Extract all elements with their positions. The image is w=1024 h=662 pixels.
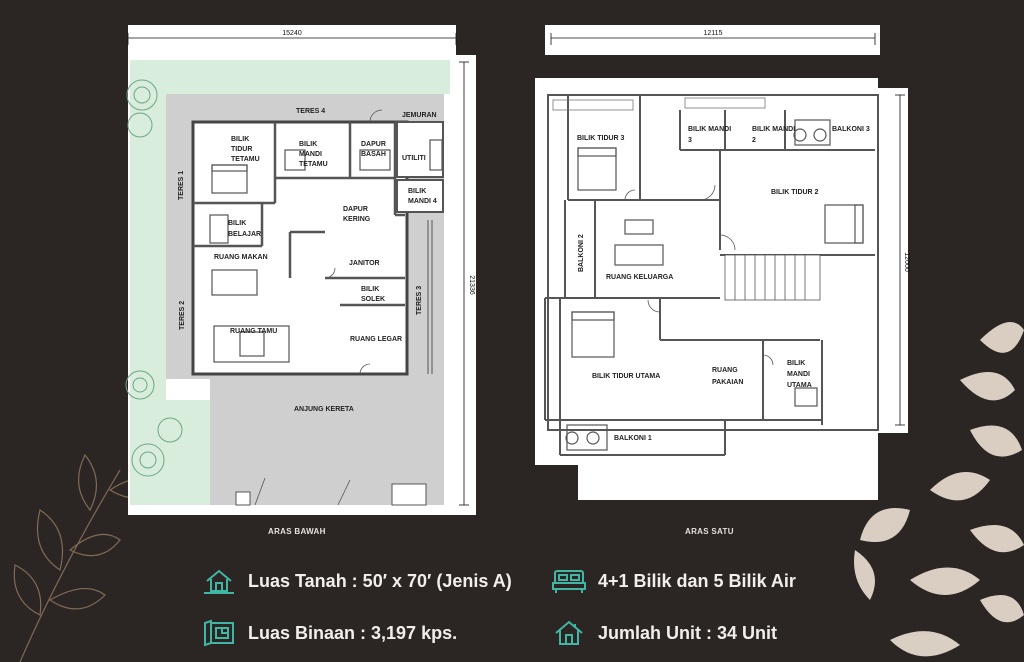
room-bilik-mandi-utama-2: MANDI <box>787 371 810 378</box>
feature-luas-binaan-text: Luas Binaan : 3,197 kps. <box>248 622 458 643</box>
first-floor-site <box>535 78 878 465</box>
room-dapur-basah-1: DAPUR <box>361 141 386 148</box>
room-teres-4: TERES 4 <box>296 108 325 115</box>
room-bilik-mandi-4-a: BILIK <box>408 188 426 195</box>
room-balkoni-2: BALKONI 2 <box>578 234 585 272</box>
feature-luas-binaan: Luas Binaan : 3,197 kps. <box>202 618 457 648</box>
room-jemuran: JEMURAN <box>402 112 437 119</box>
room-bilik-tidur-tetamu-2: TIDUR <box>231 146 252 153</box>
ground-dim-height-bg <box>456 55 476 515</box>
room-bilik-mandi-tetamu-1: BILIK <box>299 141 317 148</box>
room-bilik-belajar-1: BILIK <box>228 220 246 227</box>
house-unit-icon <box>552 618 586 648</box>
feature-bilik: 4+1 Bilik dan 5 Bilik Air <box>552 566 796 596</box>
first-floor-label: ARAS SATU <box>685 527 734 536</box>
room-bilik-mandi-2-b: 2 <box>752 137 756 144</box>
first-dim-height: 12000 <box>903 252 910 272</box>
room-bilik-solek-2: SOLEK <box>361 296 385 303</box>
ground-furniture <box>209 139 443 363</box>
room-bilik-tidur-utama: BILIK TIDUR UTAMA <box>592 373 660 380</box>
first-dim-width-bg <box>545 25 880 55</box>
house-interior <box>191 120 409 376</box>
first-floor-plan: 12115 12000 <box>535 25 910 500</box>
room-bilik-mandi-4-b: MANDI 4 <box>408 198 437 205</box>
room-anjung-kereta: ANJUNG KERETA <box>294 406 354 413</box>
room-dapur-kering-1: DAPUR <box>343 206 368 213</box>
leaf-decoration-left <box>13 453 161 662</box>
room-bilik-mandi-tetamu-3: TETAMU <box>299 161 328 168</box>
room-utiliti: UTILITI <box>402 155 426 162</box>
room-bilik-belajar-2: BELAJAR <box>228 231 261 238</box>
feature-jumlah-unit: Jumlah Unit : 34 Unit <box>552 618 777 648</box>
room-ruang-legar: RUANG LEGAR <box>350 336 402 343</box>
room-teres-1: TERES 1 <box>178 171 185 200</box>
room-balkoni-1: BALKONI 1 <box>614 435 652 442</box>
room-ruang-pakaian-1: RUANG <box>712 367 738 374</box>
feature-bilik-text: 4+1 Bilik dan 5 Bilik Air <box>598 570 796 591</box>
ground-dim-width-bg <box>128 25 456 55</box>
room-teres-3: TERES 3 <box>416 286 423 315</box>
garden-top <box>130 60 450 94</box>
room-ruang-pakaian-2: PAKAIAN <box>712 379 743 386</box>
room-ruang-tamu: RUANG TAMU <box>230 328 277 335</box>
ground-dim-height: 21336 <box>468 275 475 295</box>
tree-icons <box>125 79 183 477</box>
room-dapur-kering-2: KERING <box>343 216 371 223</box>
feature-luas-tanah-text: Luas Tanah : 50′ x 70′ (Jenis A) <box>248 570 512 591</box>
ground-dim-width: 15240 <box>282 30 302 37</box>
first-floor-site-bottom <box>578 465 878 500</box>
ground-doors <box>254 109 383 506</box>
ground-floor-label: ARAS BAWAH <box>268 527 326 536</box>
first-dim-height-bg <box>878 88 908 433</box>
room-balkoni-3: BALKONI 3 <box>832 126 870 133</box>
room-bilik-mandi-3-b: 3 <box>688 137 692 144</box>
room-bilik-tidur-tetamu-1: BILIK <box>231 136 249 143</box>
garden-bottom-left <box>130 400 210 505</box>
floor-plans: 15240 21336 <box>125 25 910 515</box>
room-ruang-keluarga: RUANG KELUARGA <box>606 274 673 281</box>
first-dim-width: 12115 <box>704 30 723 37</box>
room-bilik-mandi-3-a: BILIK MANDI <box>688 126 731 133</box>
room-bilik-mandi-utama-1: BILIK <box>787 360 805 367</box>
ground-floor-plan: 15240 21336 <box>125 25 476 515</box>
room-bilik-mandi-tetamu-2: MANDI <box>299 151 322 158</box>
bilik-mandi-4-box <box>396 179 444 213</box>
leaf-decoration-right <box>854 322 1024 657</box>
room-dapur-basah-2: BASAH <box>361 151 386 158</box>
first-doors <box>624 184 774 366</box>
room-bilik-tidur-3: BILIK TIDUR 3 <box>577 135 625 142</box>
staircase <box>724 254 821 301</box>
room-janitor: JANITOR <box>349 260 380 267</box>
first-furniture <box>565 119 864 451</box>
bed-icon <box>552 566 586 596</box>
house-land-icon <box>202 566 236 596</box>
room-bilik-tidur-tetamu-3: TETAMU <box>231 156 260 163</box>
jemuran-box <box>396 121 444 178</box>
room-teres-2: TERES 2 <box>179 301 186 330</box>
room-bilik-tidur-2: BILIK TIDUR 2 <box>771 189 819 196</box>
room-bilik-solek-1: BILIK <box>361 286 379 293</box>
room-bilik-mandi-utama-3: UTAMA <box>787 382 812 389</box>
room-bilik-mandi-2-a: BILIK MANDI <box>752 126 795 133</box>
room-ruang-makan: RUANG MAKAN <box>214 254 268 261</box>
feature-luas-tanah: Luas Tanah : 50′ x 70′ (Jenis A) <box>202 566 512 596</box>
floor-plan-icon <box>202 618 236 648</box>
feature-jumlah-unit-text: Jumlah Unit : 34 Unit <box>598 622 778 643</box>
